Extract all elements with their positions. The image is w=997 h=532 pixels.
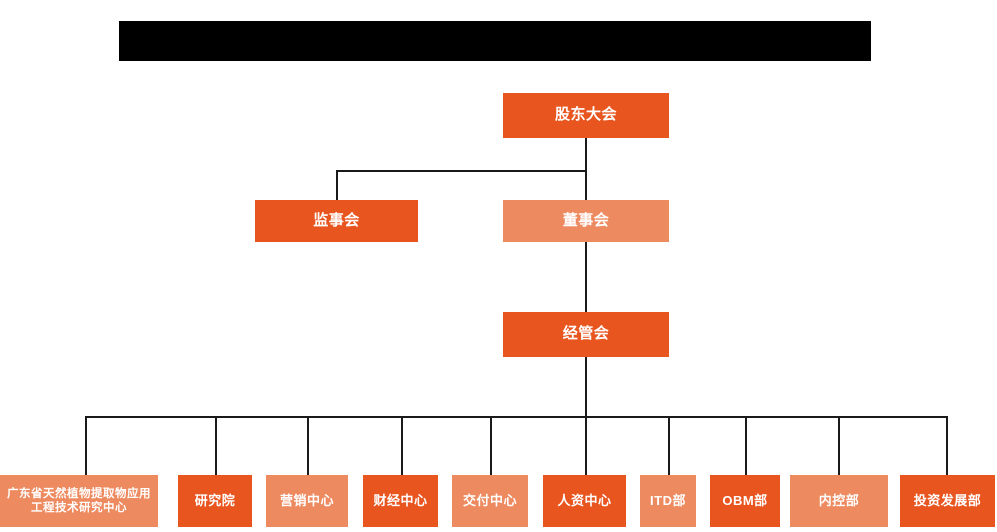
connector-shareholders-down	[585, 138, 587, 171]
connector-drop-leaf-8	[838, 416, 840, 475]
node-delivery-center[interactable]: 交付中心	[452, 475, 528, 527]
node-investment-development-department[interactable]: 投资发展部	[900, 475, 995, 527]
connector-drop-leaf-4	[490, 416, 492, 475]
node-board-of-directors[interactable]: 董事会	[503, 200, 669, 242]
connector-leaves-bus	[85, 416, 946, 418]
connector-level1-bus	[336, 170, 587, 172]
node-obm-department[interactable]: OBM部	[710, 475, 780, 527]
node-finance-center[interactable]: 财经中心	[363, 475, 438, 527]
node-management-committee[interactable]: 经管会	[503, 312, 669, 357]
connector-drop-leaf-3	[401, 416, 403, 475]
connector-directors-to-management	[585, 242, 587, 313]
connector-management-down	[585, 357, 587, 417]
node-engineering-research-center[interactable]: 广东省天然植物提取物应用工程技术研究中心	[0, 475, 158, 527]
node-board-of-supervisors[interactable]: 监事会	[255, 200, 418, 242]
connector-drop-leaf-2	[307, 416, 309, 475]
connector-drop-leaf-9	[946, 416, 948, 475]
connector-to-supervisors	[336, 170, 338, 201]
node-marketing-center[interactable]: 营销中心	[266, 475, 348, 527]
connector-drop-leaf-0	[85, 416, 87, 475]
connector-drop-leaf-7	[745, 416, 747, 475]
node-itd-department[interactable]: ITD部	[640, 475, 696, 527]
connector-drop-leaf-1	[215, 416, 217, 475]
node-shareholders-meeting[interactable]: 股东大会	[503, 93, 669, 138]
header-banner	[119, 21, 871, 61]
connector-drop-leaf-6	[668, 416, 670, 475]
connector-drop-leaf-5	[585, 416, 587, 475]
node-research-institute[interactable]: 研究院	[178, 475, 252, 527]
node-internal-control-department[interactable]: 内控部	[790, 475, 888, 527]
node-human-resources-center[interactable]: 人资中心	[543, 475, 626, 527]
connector-to-directors	[585, 170, 587, 201]
